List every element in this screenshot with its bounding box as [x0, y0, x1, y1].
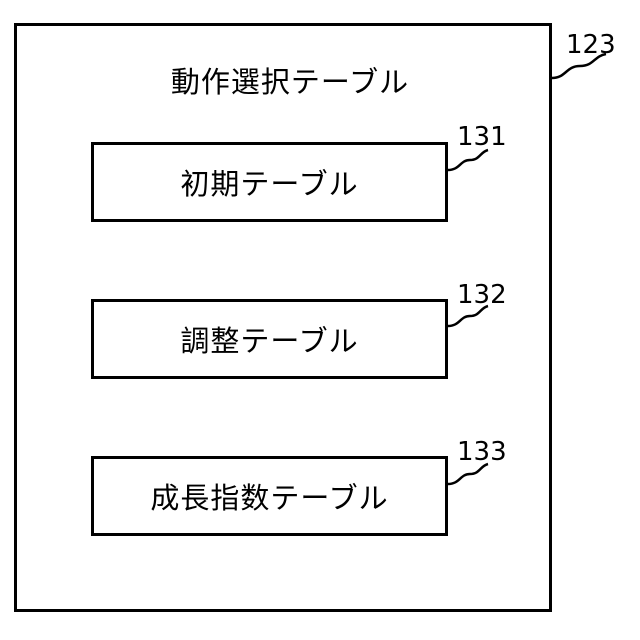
action-selection-table-title: 動作選択テーブル: [14, 62, 566, 102]
initial-table-label: 初期テーブル: [180, 161, 358, 203]
growth-index-table-box: 成長指数テーブル: [91, 456, 448, 536]
adjustment-table-label: 調整テーブル: [180, 318, 358, 360]
ref-label-131: 131: [457, 122, 507, 152]
ref-label-133: 133: [457, 437, 507, 467]
adjustment-table-box: 調整テーブル: [91, 299, 448, 379]
ref-label-132: 132: [457, 280, 507, 310]
initial-table-box: 初期テーブル: [91, 142, 448, 222]
growth-index-table-label: 成長指数テーブル: [150, 475, 388, 517]
ref-label-123: 123: [566, 30, 616, 60]
